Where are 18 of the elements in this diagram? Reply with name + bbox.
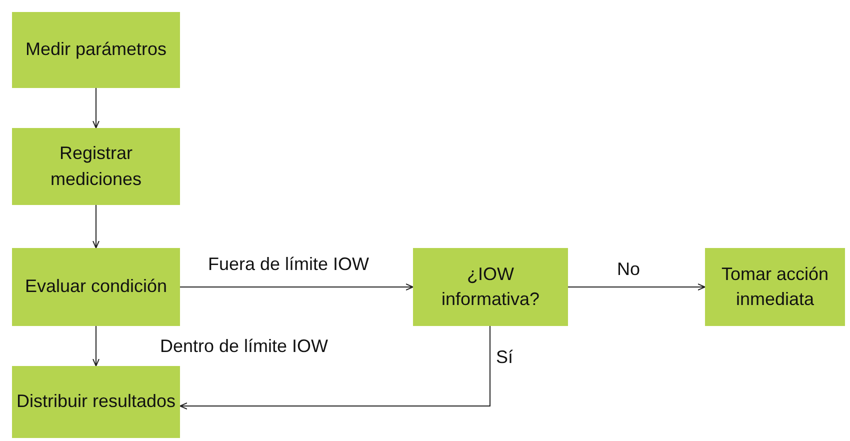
- box-label: Tomar acción inmediata: [720, 262, 830, 311]
- process-box: [12, 12, 180, 88]
- arrow: [180, 284, 414, 290]
- process-box: [12, 128, 180, 205]
- arrow: [92, 88, 100, 128]
- box-label: Distribuir resultados: [16, 390, 176, 414]
- box-label: ¿IOW informativa?: [440, 262, 541, 311]
- arrow: [568, 284, 706, 290]
- process-box: [12, 248, 180, 326]
- process-box: [705, 248, 845, 326]
- process-box: [12, 366, 180, 438]
- arrow: [180, 326, 490, 410]
- arrow: [92, 204, 100, 248]
- box-label: Evaluar condición: [24, 275, 168, 298]
- arrow: [92, 326, 100, 366]
- box-label: Registrar mediciones: [49, 142, 143, 190]
- box-label: Medir parámetros: [25, 38, 167, 62]
- process-box: [413, 248, 568, 326]
